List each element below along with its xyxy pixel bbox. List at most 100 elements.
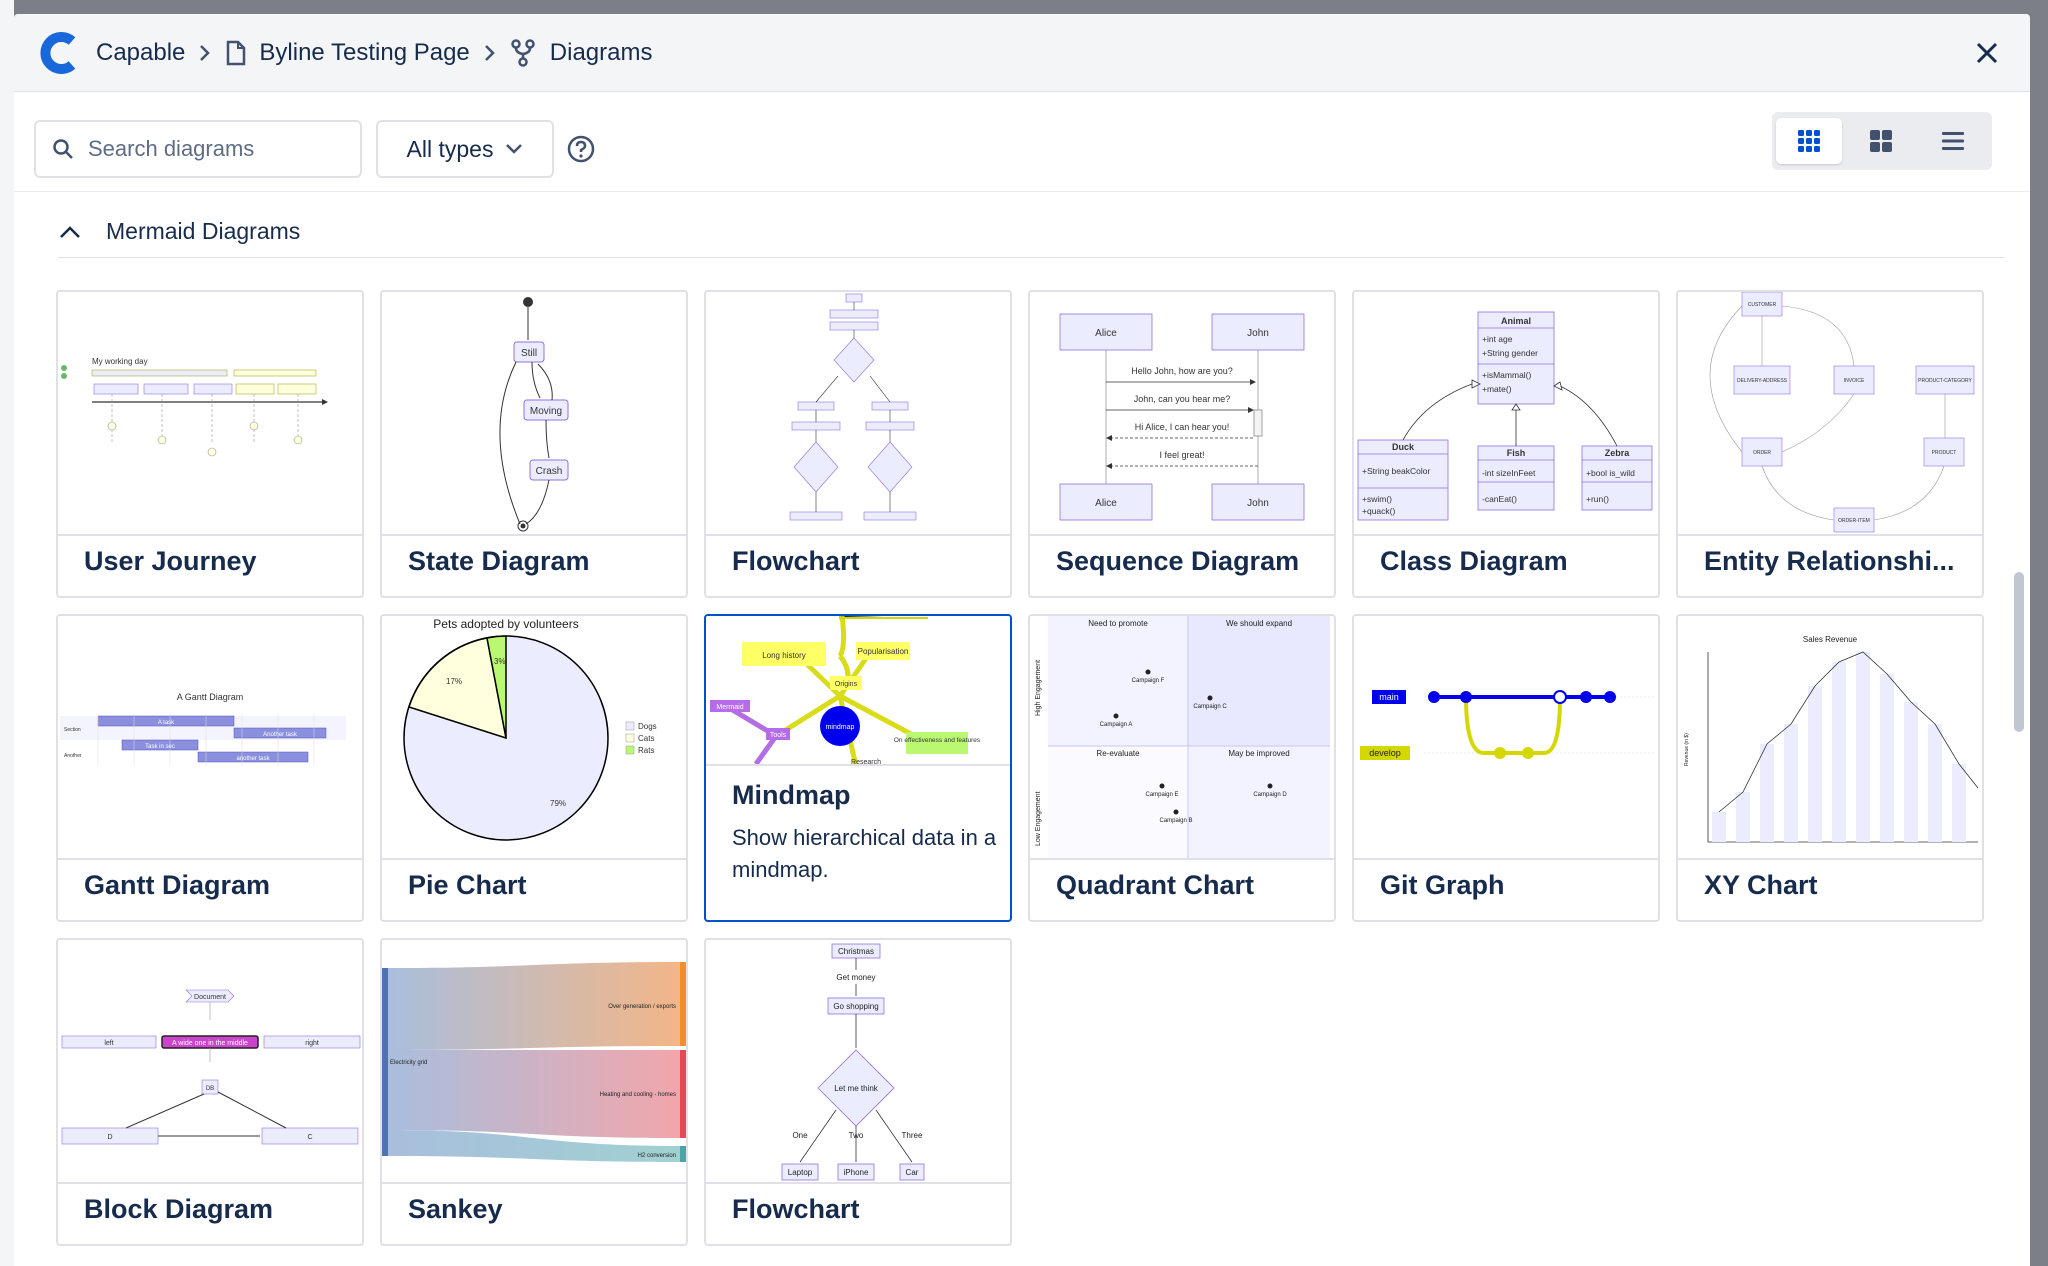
thumbnail: main develop xyxy=(1354,616,1658,860)
svg-text:Research: Research xyxy=(851,759,881,766)
card-title: Sankey xyxy=(408,1194,503,1224)
svg-text:Document: Document xyxy=(194,994,226,1001)
diagram-card-mindmap[interactable]: Long history Popularisation Origins Merm… xyxy=(704,614,1012,922)
card-title: Flowchart xyxy=(732,1194,860,1224)
toolbar: All types xyxy=(14,92,2030,192)
thumbnail: Document left A wide one in the middle r… xyxy=(58,940,362,1184)
svg-text:Another task: Another task xyxy=(263,732,298,738)
diagram-card-state-diagram[interactable]: Still Moving Crash State Diagram xyxy=(380,290,688,598)
svg-text:right: right xyxy=(305,1040,319,1047)
svg-text:ORDER-ITEM: ORDER-ITEM xyxy=(1838,518,1870,524)
diagram-card-flowchart-2[interactable]: Christmas Get money Go shopping Let me t… xyxy=(704,938,1012,1246)
svg-text:Crash: Crash xyxy=(536,466,563,477)
grid-small-icon xyxy=(1798,130,1820,152)
svg-text:A Gantt Diagram: A Gantt Diagram xyxy=(177,692,244,702)
search-box[interactable] xyxy=(34,120,362,178)
list-icon xyxy=(1942,132,1964,150)
svg-text:Long history: Long history xyxy=(762,651,806,660)
section-title: Mermaid Diagrams xyxy=(106,218,301,244)
card-title: Block Diagram xyxy=(84,1194,274,1224)
diagram-card-user-journey[interactable]: My working day xyxy=(56,290,364,598)
svg-text:another task: another task xyxy=(236,756,270,762)
breadcrumb-section[interactable]: Diagrams xyxy=(549,38,653,66)
diagram-card-quadrant-chart[interactable]: Need to promote We should expand Re-eval… xyxy=(1028,614,1336,922)
card-title: Entity Relationshi... xyxy=(1704,546,1955,576)
svg-text:Moving: Moving xyxy=(530,406,562,417)
svg-text:Two: Two xyxy=(849,1131,864,1140)
diagram-card-xy-chart[interactable]: Sales Revenue Revenue (in $) XY Chart xyxy=(1676,614,1984,922)
view-small-grid-button[interactable] xyxy=(1776,118,1842,164)
svg-text:Alice: Alice xyxy=(1095,498,1117,509)
thumbnail: Need to promote We should expand Re-eval… xyxy=(1030,616,1334,860)
close-icon xyxy=(1976,42,1998,64)
type-filter-dropdown[interactable]: All types xyxy=(376,120,554,178)
svg-text:+bool is_wild: +bool is_wild xyxy=(1586,468,1635,478)
svg-text:Mermaid: Mermaid xyxy=(716,704,743,711)
svg-text:On effectiveness and features: On effectiveness and features xyxy=(894,737,981,744)
diagram-picker-modal: Capable Byline Testing Page Diagrams xyxy=(14,14,2030,1266)
card-title: Flowchart xyxy=(732,546,860,576)
svg-text:ORDER: ORDER xyxy=(1753,450,1771,456)
svg-text:Dogs: Dogs xyxy=(638,722,657,731)
scrollbar-thumb[interactable] xyxy=(2014,572,2024,732)
svg-text:Campaign E: Campaign E xyxy=(1145,792,1178,798)
svg-text:Let me think: Let me think xyxy=(834,1084,879,1093)
svg-text:H2 conversion: H2 conversion xyxy=(638,1153,676,1159)
help-button[interactable] xyxy=(564,132,598,166)
grid-large-icon xyxy=(1870,130,1892,152)
breadcrumb: Capable Byline Testing Page Diagrams xyxy=(38,31,652,75)
breadcrumb-app[interactable]: Capable xyxy=(96,38,186,66)
svg-text:A task: A task xyxy=(158,720,175,726)
diagram-card-entity-relationship[interactable]: CUSTOMER DELIVERY-ADDRESS INVOICE PRODUC… xyxy=(1676,290,1984,598)
diagram-card-class-diagram[interactable]: Animal +int age +String gender +isMammal… xyxy=(1352,290,1660,598)
close-button[interactable] xyxy=(1970,36,2004,70)
svg-text:Origins: Origins xyxy=(835,681,858,688)
diagram-card-sequence-diagram[interactable]: Alice John Alice John Hello John, how ar… xyxy=(1028,290,1336,598)
svg-text:Campaign C: Campaign C xyxy=(1193,704,1227,710)
svg-text:Tools: Tools xyxy=(770,732,787,739)
diagram-card-pie-chart[interactable]: Pets adopted by volunteers 79% 17% 3% Do… xyxy=(380,614,688,922)
chevron-right-icon xyxy=(185,43,225,63)
search-input[interactable] xyxy=(88,136,328,162)
svg-text:Another: Another xyxy=(64,753,82,759)
thumbnail: Still Moving Crash xyxy=(382,292,686,536)
svg-text:Heating and cooling - homes: Heating and cooling - homes xyxy=(600,1092,676,1098)
svg-text:+mate(): +mate() xyxy=(1482,384,1512,394)
capable-logo-icon xyxy=(40,31,76,74)
thumbnail: Sales Revenue Revenue (in $) xyxy=(1678,616,1982,860)
diagram-card-flowchart[interactable]: Flowchart xyxy=(704,290,1012,598)
svg-text:Fish: Fish xyxy=(1507,448,1526,458)
card-description: Show hierarchical data in a mindmap. xyxy=(732,825,997,882)
diagram-card-sankey[interactable]: Electricity grid Over generation / expor… xyxy=(380,938,688,1246)
svg-text:develop: develop xyxy=(1369,748,1401,758)
svg-text:79%: 79% xyxy=(550,799,566,808)
svg-text:Campaign A: Campaign A xyxy=(1100,722,1133,728)
diagram-card-git-graph[interactable]: main develop Git Graph xyxy=(1352,614,1660,922)
chevron-up-icon xyxy=(60,225,80,238)
section-header[interactable]: Mermaid Diagrams xyxy=(58,212,2004,258)
diagram-list: Mermaid Diagrams My working day xyxy=(14,192,2030,1266)
thumbnail: CUSTOMER DELIVERY-ADDRESS INVOICE PRODUC… xyxy=(1678,292,1982,536)
svg-text:DELIVERY-ADDRESS: DELIVERY-ADDRESS xyxy=(1737,378,1788,384)
thumbnail xyxy=(706,292,1010,536)
svg-text:+swim(): +swim() xyxy=(1362,494,1392,504)
view-large-grid-button[interactable] xyxy=(1848,118,1914,164)
card-title: State Diagram xyxy=(408,546,590,576)
svg-text:iPhone: iPhone xyxy=(844,1168,869,1177)
thumbnail: My working day xyxy=(58,292,362,536)
card-title: Git Graph xyxy=(1380,870,1505,900)
diagram-card-gantt-diagram[interactable]: A Gantt Diagram Section Another A task A… xyxy=(56,614,364,922)
thumbnail: Long history Popularisation Origins Merm… xyxy=(706,616,1010,766)
svg-text:+String gender: +String gender xyxy=(1482,348,1538,358)
svg-text:Campaign B: Campaign B xyxy=(1159,818,1192,824)
breadcrumb-page[interactable]: Byline Testing Page xyxy=(259,38,470,66)
svg-text:Christmas: Christmas xyxy=(838,947,874,956)
svg-text:John, can you hear me?: John, can you hear me? xyxy=(1134,394,1231,404)
svg-text:-canEat(): -canEat() xyxy=(1482,494,1517,504)
svg-text:-int sizeInFeet: -int sizeInFeet xyxy=(1482,468,1536,478)
svg-text:Hello John, how are you?: Hello John, how are you? xyxy=(1131,366,1233,376)
card-title: Sequence Diagram xyxy=(1056,546,1300,576)
view-list-button[interactable] xyxy=(1920,118,1986,164)
diagram-card-block-diagram[interactable]: Document left A wide one in the middle r… xyxy=(56,938,364,1246)
svg-text:We should expand: We should expand xyxy=(1226,619,1292,628)
